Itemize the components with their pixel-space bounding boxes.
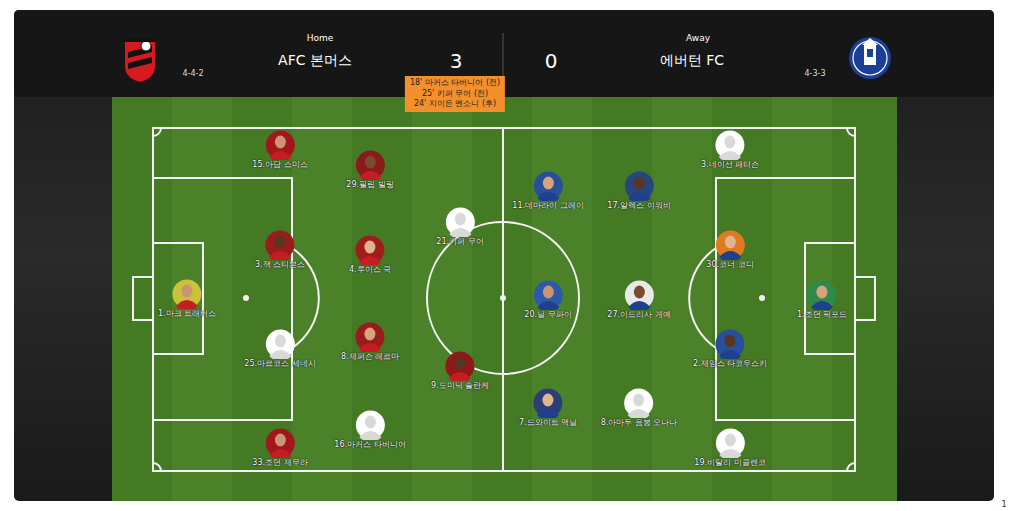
player-marker: 9.도미닉 솔란케 (431, 351, 489, 391)
player-avatar (265, 329, 295, 359)
player-name: 30.코너 코디 (706, 261, 753, 270)
player-marker: 2.제임스 타코우스키 (693, 329, 767, 369)
player-marker: 17.알렉스 이워비 (607, 171, 670, 211)
header-text: AFC 본머스 (278, 52, 352, 70)
player-name: 9.도미닉 솔란케 (431, 382, 489, 391)
player-marker: 3.네이선 패터슨 (701, 130, 759, 170)
player-name: 2.제임스 타코우스키 (693, 360, 767, 369)
player-avatar (445, 207, 475, 237)
pitch (112, 97, 897, 501)
player-marker: 3.잭 스티븐스 (255, 230, 305, 270)
player-name: 20.닐 무파이 (524, 311, 571, 320)
player-avatar (624, 388, 654, 418)
player-marker: 1.마크 트래버스 (158, 279, 216, 319)
header-text: Away (686, 33, 710, 43)
player-avatar (715, 130, 745, 160)
player-name: 27.이드리사 게예 (607, 311, 670, 320)
player-avatar (624, 280, 654, 310)
player-marker: 25.마르코스 세네시 (244, 329, 315, 369)
player-name: 3.네이선 패터슨 (701, 161, 759, 170)
player-avatar (533, 388, 563, 418)
player-avatar (355, 322, 385, 352)
player-avatar (715, 428, 745, 458)
score: 0 (545, 49, 558, 73)
player-avatar (533, 171, 563, 201)
player-name: 1.마크 트래버스 (158, 310, 216, 319)
player-name: 25.마르코스 세네시 (244, 360, 315, 369)
player-marker: 1.조던 픽포드 (797, 280, 847, 320)
player-avatar (265, 428, 295, 458)
player-name: 16.마커스 타버니어 (334, 441, 405, 450)
player-name: 11.데마라이 그레이 (512, 202, 583, 211)
goal-list-box: 18' 마커스 타버니어 (전)25' 키퍼 무어 (전)24' 지이든 멘소니… (405, 76, 505, 112)
player-name: 33.조던 제무라 (252, 459, 307, 468)
player-marker: 30.코너 코디 (706, 230, 753, 270)
player-marker: 19.비탈리 미콜렌코 (694, 428, 765, 468)
player-name: 7.드와이트 맥닐 (519, 419, 577, 428)
player-name: 21.키퍼 무어 (436, 238, 483, 247)
player-name: 1.조던 픽포드 (797, 311, 847, 320)
player-name: 4.루이스 쿡 (349, 266, 391, 275)
score: 3 (450, 49, 463, 73)
player-name: 8.제퍼슨 레르마 (341, 353, 399, 362)
player-avatar (355, 235, 385, 265)
player-marker: 7.드와이트 맥닐 (519, 388, 577, 428)
player-avatar (807, 280, 837, 310)
player-marker: 21.키퍼 무어 (436, 207, 483, 247)
header-text: 4-3-3 (804, 69, 825, 78)
player-marker: 33.조던 제무라 (252, 428, 307, 468)
goal-entry: 25' 키퍼 무어 (전) (410, 89, 500, 100)
player-name: 8.아마두 음봉 오나나 (601, 419, 678, 428)
player-name: 19.비탈리 미콜렌코 (694, 459, 765, 468)
header-text: Home (307, 33, 334, 43)
player-avatar (355, 410, 385, 440)
player-avatar (265, 130, 295, 160)
player-avatar (265, 230, 295, 260)
player-avatar (172, 279, 202, 309)
panel (14, 10, 994, 501)
player-marker: 29.필립 빌링 (346, 150, 393, 190)
goal-entry: 18' 마커스 타버니어 (전) (410, 78, 500, 89)
player-avatar (715, 329, 745, 359)
player-marker: 15.아담 스미스 (252, 130, 307, 170)
goal-entry: 24' 지이든 멘소니 (후) (410, 99, 500, 110)
player-avatar (715, 230, 745, 260)
header-text: 1 (1001, 500, 1006, 509)
player-marker: 8.제퍼슨 레르마 (341, 322, 399, 362)
player-marker: 11.데마라이 그레이 (512, 171, 583, 211)
player-avatar (355, 150, 385, 180)
player-name: 17.알렉스 이워비 (607, 202, 670, 211)
home-crest (125, 38, 155, 82)
player-name: 3.잭 스티븐스 (255, 261, 305, 270)
player-name: 15.아담 스미스 (252, 161, 307, 170)
player-avatar (533, 280, 563, 310)
player-avatar (445, 351, 475, 381)
player-name: 29.필립 빌링 (346, 181, 393, 190)
away-crest (849, 37, 891, 79)
player-marker: 16.마커스 타버니어 (334, 410, 405, 450)
player-marker: 27.이드리사 게예 (607, 280, 670, 320)
player-marker: 8.아마두 음봉 오나나 (601, 388, 678, 428)
player-avatar (624, 171, 654, 201)
header-text: 4-4-2 (182, 69, 203, 78)
header-text: 에버턴 FC (660, 52, 724, 70)
player-marker: 20.닐 무파이 (524, 280, 571, 320)
player-marker: 4.루이스 쿡 (349, 235, 391, 275)
